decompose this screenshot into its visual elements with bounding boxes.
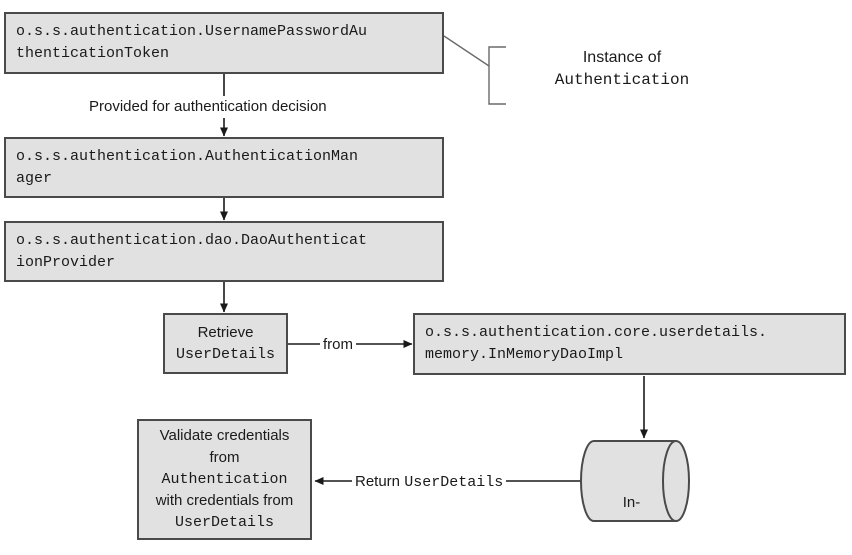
node-retrieve-line1: Retrieve	[197, 323, 254, 341]
node-validate-line3: Authentication	[161, 470, 288, 488]
node-dao-impl-line2: memory.InMemoryDaoImpl	[425, 346, 624, 363]
node-validate-line2: from	[209, 448, 240, 466]
node-provider-line2: ionProvider	[16, 253, 116, 271]
instance-of-bracket	[488, 46, 506, 105]
node-token-line1: o.s.s.authentication.UsernamePasswordAu	[16, 23, 368, 41]
node-authentication-manager[interactable]: o.s.s.authentication.AuthenticationMan a…	[4, 137, 444, 198]
node-token-line2: thenticationToken	[16, 45, 170, 62]
edge-label-from: from	[320, 334, 356, 356]
instance-of-line1: Instance of	[582, 49, 662, 66]
instance-of-line2: Authentication	[554, 71, 690, 90]
node-validate-line5: UserDetails	[174, 514, 275, 532]
annotation-instance-of: Instance of Authentication	[512, 46, 732, 92]
node-retrieve-userdetails[interactable]: Retrieve UserDetails	[163, 313, 288, 374]
from-text: from	[323, 336, 353, 353]
node-validate-credentials[interactable]: Validate credentials from Authentication…	[137, 419, 312, 540]
return-type-text: UserDetails	[404, 474, 504, 491]
provided-for-decision-text: Provided for authentication decision	[89, 98, 327, 115]
node-dao-impl-line1: o.s.s.authentication.core.userdetails.	[425, 324, 768, 342]
node-username-password-token[interactable]: o.s.s.authentication.UsernamePasswordAu …	[4, 12, 444, 74]
node-in-memory-dao-impl[interactable]: o.s.s.authentication.core.userdetails. m…	[413, 313, 846, 375]
node-validate-line4: with credentials from	[155, 492, 294, 510]
store-line1: In-	[622, 494, 641, 511]
node-validate-line1: Validate credentials	[159, 427, 290, 445]
node-retrieve-line2: UserDetails	[175, 345, 276, 363]
node-manager-line1: o.s.s.authentication.AuthenticationMan	[16, 147, 359, 165]
edge-label-provided-for-decision: Provided for authentication decision	[86, 96, 330, 118]
return-prefix-text: Return	[355, 473, 405, 490]
edge-label-return-userdetails: Return UserDetails	[352, 471, 507, 494]
node-in-memory-store-label[interactable]: In- Memory Store	[594, 447, 669, 555]
node-manager-line2: ager	[16, 169, 53, 187]
node-provider-line1: o.s.s.authentication.dao.DaoAuthenticat	[16, 231, 368, 249]
node-dao-authentication-provider[interactable]: o.s.s.authentication.dao.DaoAuthenticat …	[4, 221, 444, 282]
leader-line-instance-of	[443, 35, 490, 67]
